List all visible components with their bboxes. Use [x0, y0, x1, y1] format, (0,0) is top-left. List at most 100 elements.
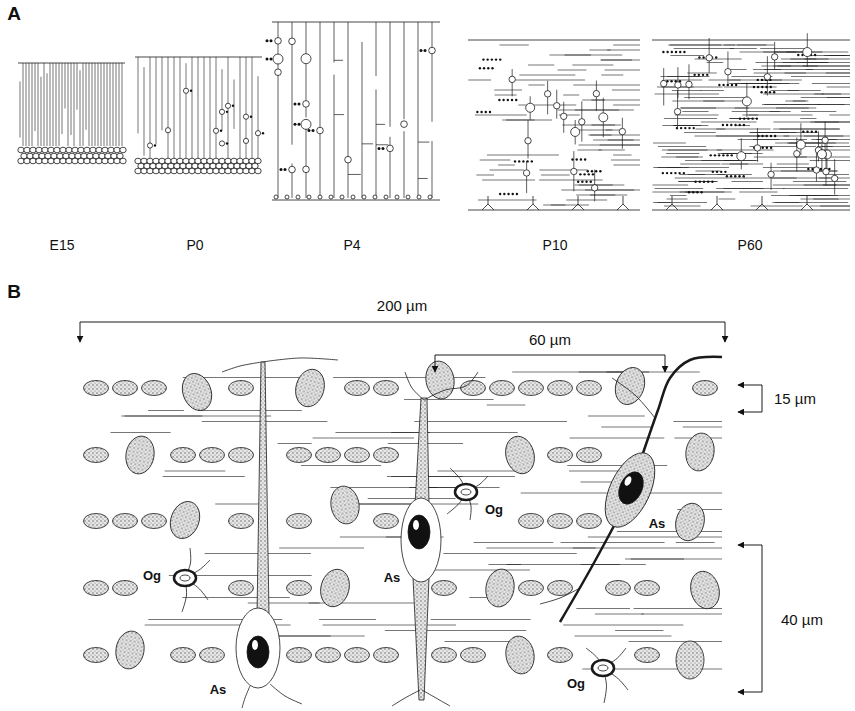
axon-profile: [287, 581, 312, 596]
p60-tissue: [823, 168, 829, 174]
p0-tissue: [226, 111, 228, 113]
axon-profile: [229, 581, 254, 596]
e15-tissue: [30, 158, 36, 164]
p60-tissue: [675, 51, 677, 53]
scale-bracket: [80, 322, 762, 692]
p0-tissue: [135, 168, 141, 174]
e15-tissue: [36, 158, 42, 164]
p60-tissue: [727, 51, 728, 84]
oligodendrocyte: [174, 570, 196, 586]
axon-profile: [635, 648, 660, 663]
p4-tissue: [334, 114, 344, 115]
glial-nucleus: [683, 431, 717, 473]
p60-tissue: [706, 74, 708, 76]
p60-tissue: [694, 181, 696, 183]
p0-tissue: [165, 128, 170, 133]
e15-tissue: [102, 158, 108, 164]
astrocyte: [422, 690, 450, 706]
p60-tissue: [661, 157, 703, 158]
p60-tissue: [718, 84, 720, 86]
p0-tissue: [234, 80, 235, 129]
e15-tissue: [101, 63, 102, 146]
fibre-lines: [507, 564, 646, 565]
fibre-lines: [576, 608, 630, 609]
p4-tissue: [320, 22, 321, 198]
p10-tissue: [599, 113, 608, 122]
p60-tissue: [693, 74, 695, 76]
p60-tissue: [771, 195, 831, 196]
p60-tissue: [680, 164, 720, 165]
p60-tissue: [735, 108, 809, 109]
p60-tissue: [670, 80, 672, 82]
p4-tissue: [298, 102, 301, 105]
p60-tissue: [781, 59, 829, 60]
p60-tissue: [756, 196, 768, 210]
axon-profile: [548, 648, 573, 663]
p0-tissue: [225, 103, 230, 108]
fibre-lines: [431, 619, 531, 620]
p60-tissue: [662, 51, 664, 53]
p4-tissue: [312, 129, 315, 132]
fibre-lines: [443, 553, 576, 554]
p4-tissue: [329, 195, 333, 199]
astrocyte: [257, 362, 269, 615]
p0-tissue: [165, 168, 171, 174]
p60-tissue: [757, 86, 759, 88]
p10-tissue: [491, 67, 493, 69]
p0-tissue: [190, 90, 192, 92]
p60-tissue: [753, 86, 755, 88]
p4-tissue: [278, 22, 279, 198]
p0-tissue: [156, 57, 157, 144]
fibre-lines: [617, 531, 722, 532]
axon-profile: [548, 581, 573, 596]
p10-tissue: [482, 180, 535, 181]
p10-tissue: [573, 85, 640, 86]
e15-tissue: [116, 63, 117, 146]
p60-tissue: [703, 181, 705, 183]
p60-tissue: [814, 94, 850, 95]
p60-tissue: [769, 91, 771, 93]
p60-tissue: [765, 91, 767, 93]
p60-tissue: [739, 192, 777, 193]
p10-tissue: [514, 160, 516, 162]
e15-tissue: [20, 81, 21, 137]
axon-profile: [345, 648, 370, 663]
fibre-lines: [404, 399, 493, 400]
p60-tissue: [801, 196, 813, 210]
p4-tissue: [418, 22, 419, 198]
e15-tissue: [96, 158, 102, 164]
p10-tissue: [581, 180, 583, 182]
p0-tissue: [189, 168, 195, 174]
p60-tissue: [822, 137, 828, 143]
p4-tissue: [280, 168, 283, 171]
p10-tissue: [582, 100, 605, 101]
e15-tissue: [98, 63, 99, 146]
glial-nucleus: [610, 363, 649, 408]
glial-nucleus: [177, 369, 216, 414]
e15-tissue: [30, 147, 36, 153]
p60-tissue: [720, 171, 722, 173]
p60-tissue: [822, 94, 841, 95]
p60-tissue: [688, 191, 690, 193]
fibre-lines: [278, 443, 312, 444]
p60-tissue: [662, 125, 708, 126]
p0-tissue: [243, 138, 248, 143]
p0-tissue: [213, 168, 219, 174]
p0-tissue: [231, 168, 237, 174]
e15-tissue: [120, 158, 126, 164]
p60-tissue: [662, 172, 664, 174]
p10-tissue: [489, 111, 491, 113]
axon-profile: [519, 381, 544, 396]
astrocyte: [540, 588, 580, 604]
p60-tissue: [766, 135, 768, 137]
p60-tissue: [791, 76, 850, 77]
fibre-lines: [124, 416, 271, 417]
p4-tissue: [285, 195, 289, 199]
e15-tissue: [95, 63, 96, 146]
p10-tissue: [571, 168, 577, 174]
p0-tissue: [198, 57, 199, 158]
p60-tissue: [703, 101, 742, 102]
e15-tissue: [66, 147, 72, 153]
p10-tissue: [571, 158, 573, 160]
